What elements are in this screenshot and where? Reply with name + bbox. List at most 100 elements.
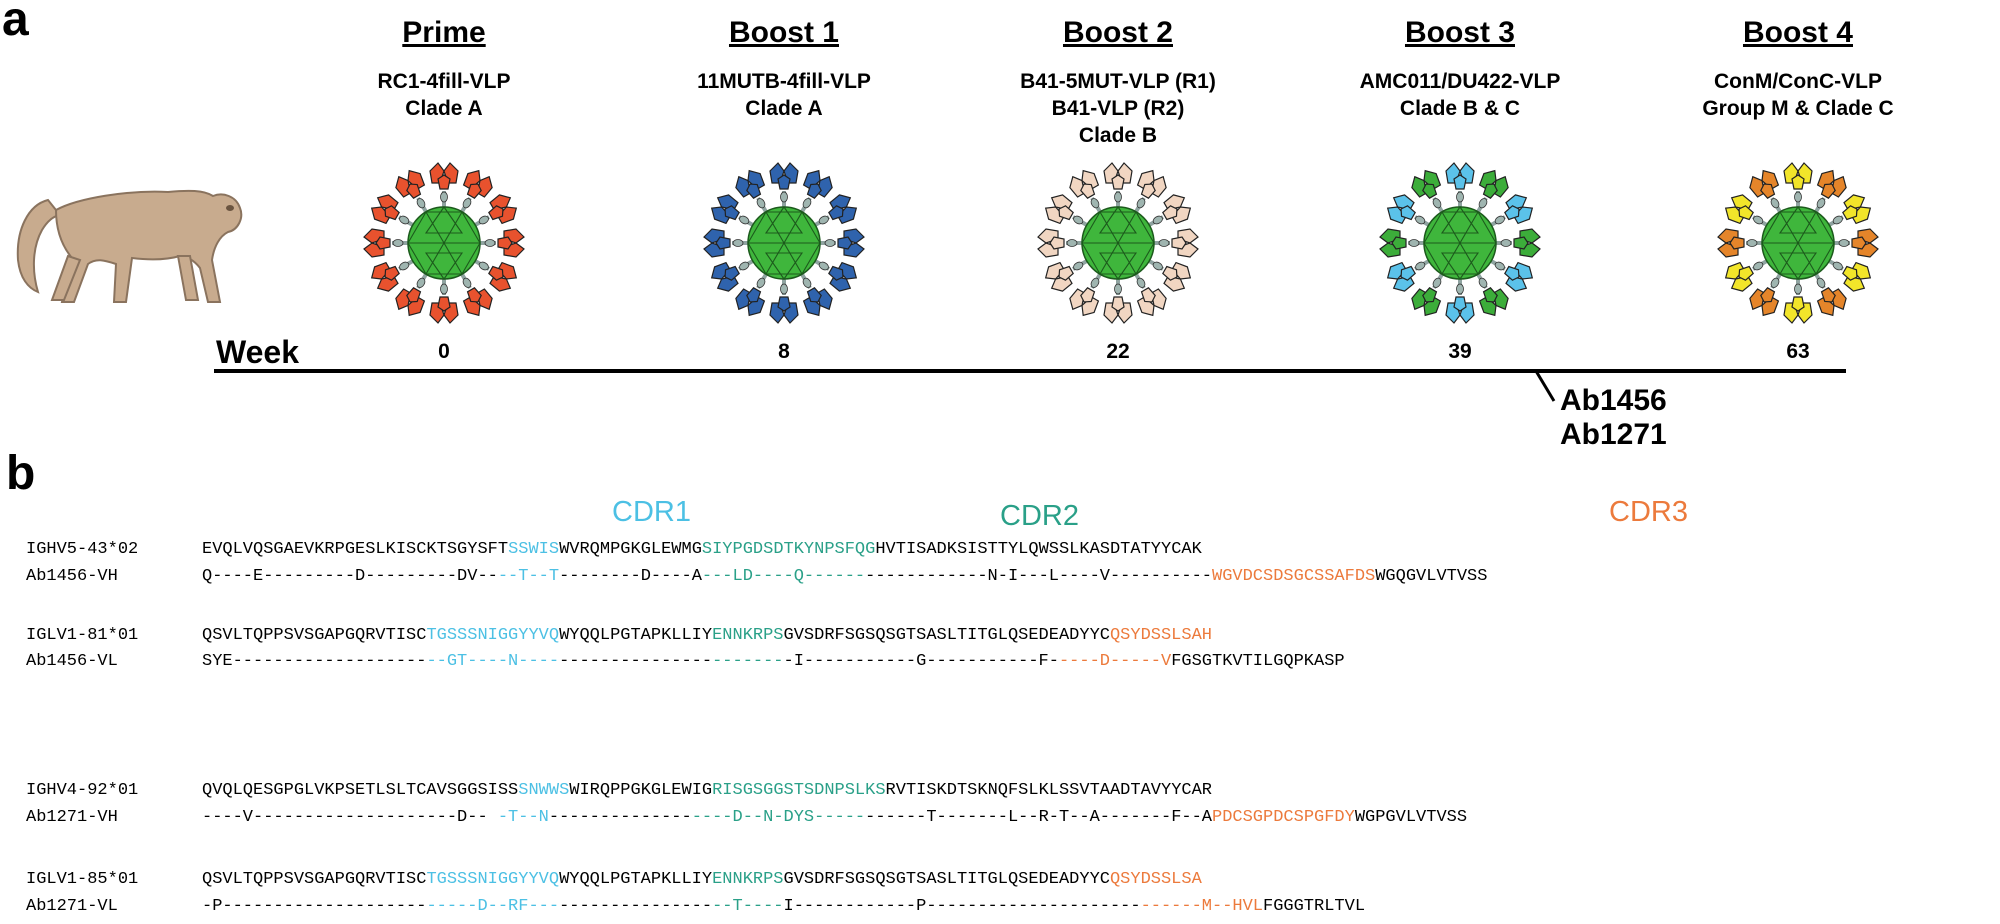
vlp-illustration	[359, 158, 529, 333]
env-trimer	[429, 162, 459, 190]
env-trimer	[1478, 169, 1509, 199]
env-trimer	[395, 169, 426, 199]
macaque-illustration	[16, 189, 243, 303]
env-trimer	[828, 194, 858, 225]
framework-segment: --------D----A	[559, 567, 702, 586]
framework-segment: GVSDRFSGSQSGTSASLTITGLQSEDEADYYC	[783, 626, 1110, 645]
env-trimer	[1842, 261, 1872, 292]
vlp-illustration	[1033, 158, 1203, 333]
env-trimer	[1136, 169, 1167, 199]
env-trimer	[429, 296, 459, 324]
env-trimer	[488, 194, 518, 225]
cdr3-segment: ----D-----V	[1058, 652, 1172, 671]
framework-segment: --------------	[548, 808, 692, 827]
antibody-ab1271-label: Ab1271	[1560, 418, 1667, 451]
monkey-eye	[226, 205, 234, 211]
env-trimer	[828, 261, 858, 292]
cdr2-segment: ENNKRPS	[712, 870, 784, 889]
stage-title: Boost 2	[1062, 16, 1173, 49]
env-trimer	[395, 287, 426, 317]
panel-a-label: a	[2, 0, 29, 46]
stage-immunogen-line: Clade A	[405, 97, 483, 120]
cdr1-segment: TGSSSNIGGYYVQ	[426, 626, 560, 645]
env-trimer	[1717, 228, 1745, 258]
cdr3-segment: QSYDSSLSA	[1109, 870, 1202, 889]
env-trimer	[370, 261, 400, 292]
framework-segment: GVSDRFSGSQSGTSASLTITGLQSEDEADYYC	[783, 870, 1110, 889]
stage-immunogen-line: Clade A	[745, 97, 823, 120]
env-trimer	[1816, 169, 1847, 199]
env-trimer	[1044, 194, 1074, 225]
vlp-illustration	[699, 158, 869, 333]
stage-immunogen-line: ConM/ConC-VLP	[1714, 70, 1882, 93]
sequence-name: Ab1271-VH	[26, 808, 118, 827]
sequence-name: IGHV4-92*01	[26, 781, 139, 800]
week-number: 0	[438, 340, 450, 363]
framework-segment: I------------P---------------------	[783, 897, 1141, 916]
framework-segment: ----V--------------------D--	[202, 808, 498, 827]
env-trimer	[1445, 296, 1475, 324]
env-trimer	[1379, 228, 1407, 258]
env-trimer	[1724, 261, 1754, 292]
env-trimer	[703, 228, 731, 258]
env-trimer	[769, 162, 799, 190]
stage-immunogen-line: Group M & Clade C	[1702, 97, 1894, 120]
env-trimer	[1749, 169, 1780, 199]
framework-segment: ------------N-I---L----V----------	[865, 567, 1212, 586]
env-trimer	[837, 228, 865, 258]
panel-b-label: b	[6, 447, 36, 500]
cdr1-segment: SSWIS	[508, 540, 560, 559]
vlp-illustration	[1375, 158, 1545, 333]
env-trimer	[1504, 194, 1534, 225]
env-trimer	[1162, 261, 1192, 292]
sequence-name: Ab1271-VL	[26, 897, 118, 916]
env-trimer	[1103, 162, 1133, 190]
cdr1-segment: SNWWS	[518, 781, 570, 800]
env-trimer	[1386, 194, 1416, 225]
cdr3-segment: PDCSGPDCSPGFDY	[1212, 808, 1355, 827]
env-trimer	[497, 228, 525, 258]
env-trimer	[735, 169, 766, 199]
cdr2-segment: RISGSGGSTSDNPSLKS	[712, 781, 886, 800]
env-trimer	[1171, 228, 1199, 258]
week-label: Week	[216, 334, 300, 370]
week-number: 39	[1448, 340, 1472, 363]
cdr2-segment: ----D--N-DYS-----	[691, 808, 866, 827]
env-trimer	[363, 228, 391, 258]
env-trimer	[735, 287, 766, 317]
antibody-timepoint-tick	[1534, 371, 1556, 402]
framework-segment: QVQLQESGPGLVKPSETLSLTCAVSGGSISS	[202, 781, 519, 800]
cdr2-segment: ENNKRPS	[712, 626, 784, 645]
stage-title: Boost 1	[728, 16, 839, 49]
env-trimer	[1162, 194, 1192, 225]
env-trimer	[1103, 296, 1133, 324]
env-trimer	[1783, 296, 1813, 324]
sequence-row: IGHV4-92*01 QVQLQESGPGLVKPSETLSLTCAVSGGSI…	[26, 781, 1212, 801]
framework-segment: RVTISKDTSKNQFSLKLSSVTAADTAVYYCAR	[885, 781, 1212, 800]
stage-title: Prime	[402, 16, 486, 49]
framework-segment: WYQQLPGTAPKLLIY	[559, 870, 713, 889]
env-trimer	[1136, 287, 1167, 317]
cdr1-segment: -----D--RF---	[426, 897, 560, 916]
env-trimer	[1842, 194, 1872, 225]
stage-immunogen-line: AMC011/DU422-VLP	[1359, 70, 1561, 93]
framework-segment: WVRQMPGKGLEWMG	[559, 540, 702, 559]
stage-immunogen-line: RC1-4fill-VLP	[377, 70, 511, 93]
env-trimer	[1445, 162, 1475, 190]
cdr2-segment: ---LD----Q------	[701, 567, 866, 586]
framework-segment: EVQLVQSGAEVKRPGESLKISCKTSGYSFT	[202, 540, 509, 559]
sequence-row: Ab1271-VH----V--------------------D-- -T…	[26, 808, 1467, 828]
week-number: 8	[778, 340, 790, 363]
framework-segment: -I-----------G-----------F-	[783, 652, 1059, 671]
framework-segment: Q----E---------D---------DV--	[202, 567, 498, 586]
env-trimer	[488, 261, 518, 292]
cdr1-segment: --GT----N----	[426, 652, 560, 671]
framework-segment: ------T-------L--R-T--A-------F--A	[865, 808, 1212, 827]
